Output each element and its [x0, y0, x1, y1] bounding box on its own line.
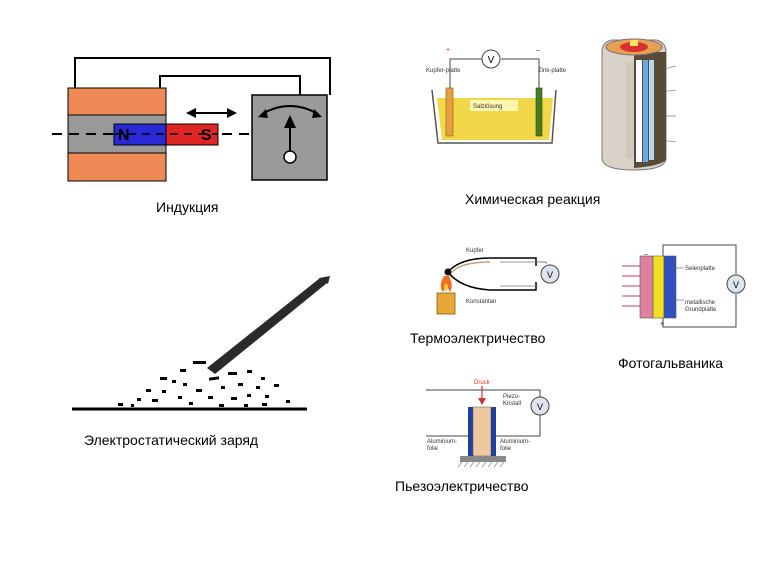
left-foil-label-line1: Aluminium- [427, 439, 457, 445]
base-plate-label-line1: metallische [685, 300, 716, 306]
right-foil-label: Aluminium- folie [500, 439, 532, 452]
caption-chemical: Химическая реакция [465, 191, 601, 207]
zinc-plate-label: Zink-platte [538, 68, 567, 74]
thermo-voltmeter [540, 264, 560, 284]
right-foil-label-line2: folie [500, 446, 512, 452]
magnet-s-label: S [201, 127, 212, 144]
left-foil-label-line2: folie [427, 446, 439, 452]
copper-wire [447, 257, 537, 273]
caption-thermo: Термоэлектричество [410, 330, 546, 346]
constantan-label: Konstantan [466, 299, 496, 305]
svg-text:+: + [660, 321, 664, 328]
selen-label: Selenplatte [685, 266, 716, 272]
paper-particles [118, 361, 290, 407]
caption-induction: Индукция [156, 199, 219, 215]
crystal-label: Piezo- Kristall [503, 394, 522, 407]
caption-photo: Фотогальваника [618, 355, 724, 371]
crystal-label-line2: Kristall [503, 401, 521, 407]
induction-wire-outer [74, 57, 331, 95]
piezo-diagram: V Druck Piezo- Kristall Aluminium- folie… [426, 380, 550, 468]
svg-text:–: – [536, 47, 540, 54]
zinc-electrode [535, 87, 543, 137]
photo-front-layer [639, 255, 654, 319]
chemical-diagram: V + – Kupfer-platte Zink-platte Salzlösu… [422, 40, 567, 160]
constantan-wire [447, 271, 537, 291]
chem-voltmeter [481, 49, 501, 69]
burner [436, 292, 456, 315]
meter-scale [261, 105, 319, 115]
thermo-diagram: V Kupfer Konstantan [436, 248, 560, 315]
piezo-base [460, 456, 506, 462]
copper-electrode [445, 87, 454, 137]
vessel [431, 89, 557, 144]
right-foil [491, 407, 496, 456]
left-foil-label: Aluminium- folie [427, 439, 459, 452]
force-arrow-icon [478, 398, 486, 405]
electrostatic-diagram [72, 276, 330, 411]
crystal-label-line1: Piezo- [503, 394, 520, 400]
charged-rod [207, 278, 327, 374]
light-rays [622, 265, 640, 307]
base-plate-label: metallische Grundplatte [685, 300, 717, 313]
force-label: Druck [474, 380, 491, 386]
copper-plate-label: Kupfer-platte [426, 68, 461, 74]
base-plate [663, 255, 677, 319]
meter-pivot [283, 150, 297, 164]
thermo-voltmeter-label: V [547, 270, 553, 280]
photo-voltmeter-label: V [733, 280, 739, 290]
photo-voltmeter [726, 274, 746, 294]
piezo-crystal [472, 406, 492, 457]
electrolyte [437, 98, 553, 140]
copper-label: Kupfer [466, 248, 484, 254]
base-plate-label-line2: Grundplatte [685, 307, 717, 313]
photo-diagram: V – + Selenplatte metallische Grundplatt… [622, 244, 746, 328]
piezo-voltmeter-label: V [537, 402, 543, 412]
thermo-junction [444, 268, 452, 276]
motion-arrow-icon [186, 108, 237, 118]
svg-text:+: + [446, 47, 450, 54]
induction-wire-inner [159, 75, 301, 95]
selen-layer [652, 255, 665, 319]
caption-piezo: Пьезоэлектричество [395, 478, 529, 494]
solution-label: Salzlösung [473, 104, 502, 110]
svg-text:–: – [644, 251, 648, 258]
magnet-n-label: N [118, 127, 130, 144]
induction-diagram: N S [52, 57, 331, 182]
left-foil [468, 407, 473, 456]
right-foil-label-line1: Aluminium- [500, 439, 530, 445]
chem-voltmeter-label: V [488, 55, 495, 66]
piezo-voltmeter [530, 396, 550, 416]
battery-cell [601, 38, 677, 171]
caption-electrostatic: Электростатический заряд [84, 432, 259, 448]
